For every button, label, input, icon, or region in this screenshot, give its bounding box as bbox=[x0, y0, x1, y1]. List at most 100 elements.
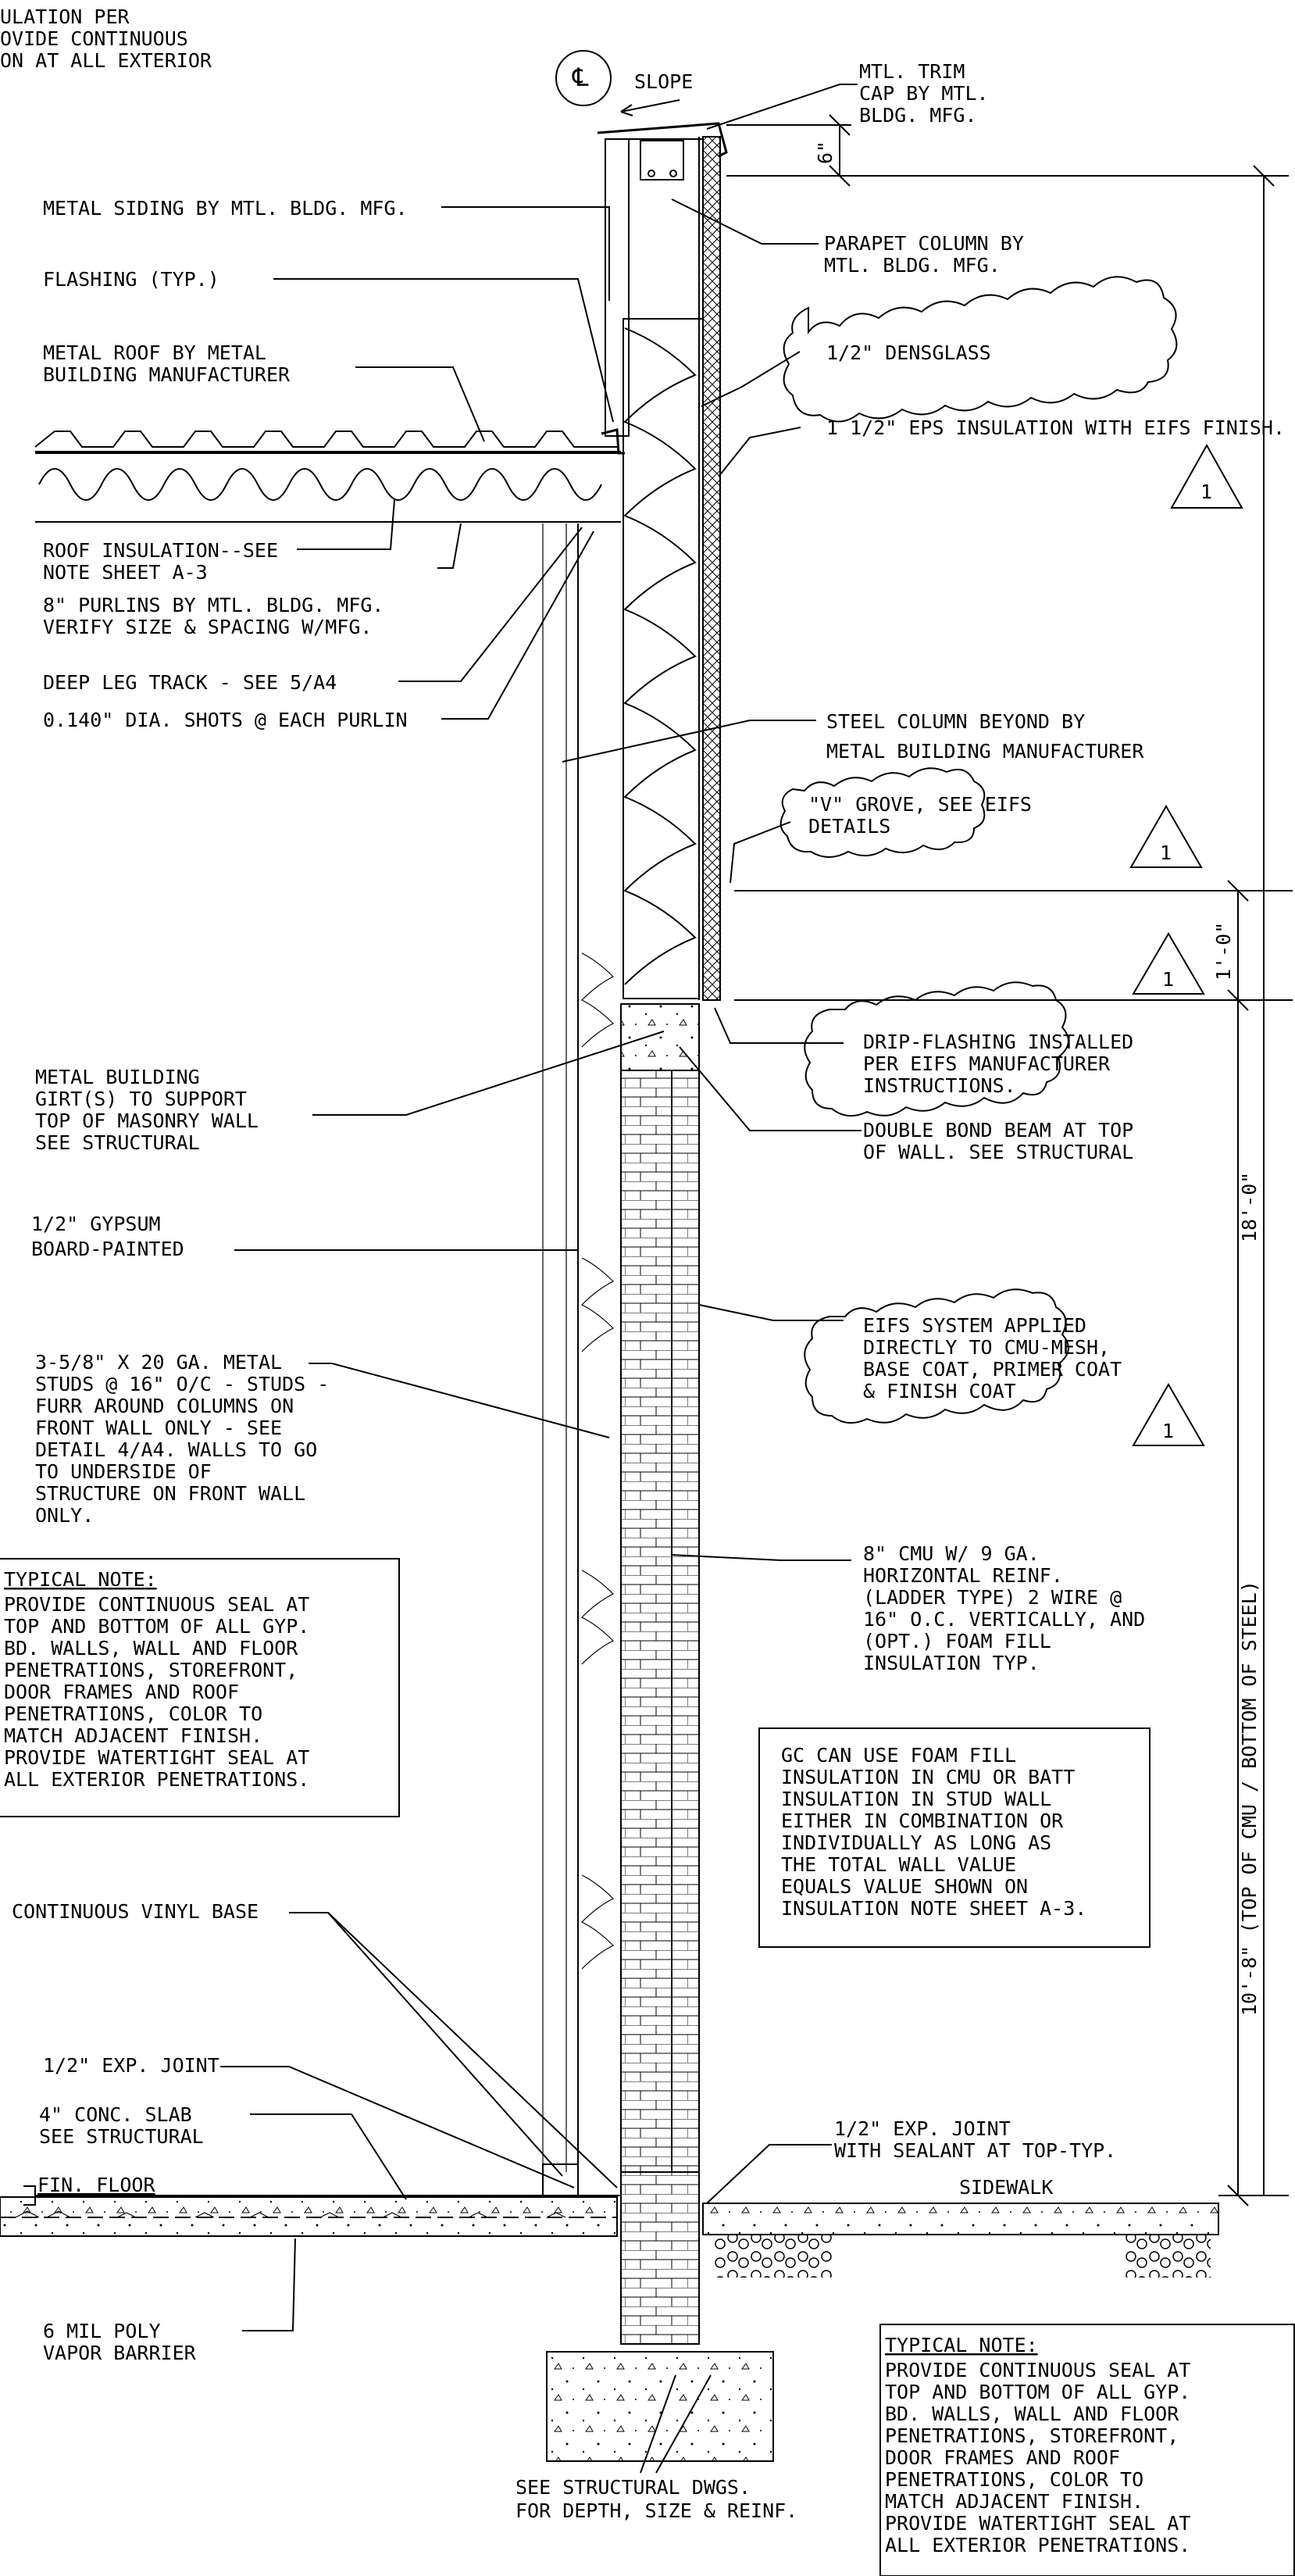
label-top-left-1: ULATION PER bbox=[0, 5, 130, 28]
label-poly-1: 6 MIL POLY bbox=[43, 2320, 161, 2342]
typical-note-left-3: BD. WALLS, WALL AND FLOOR bbox=[4, 1637, 298, 1660]
label-eifs-system-3: BASE COAT, PRIMER COAT bbox=[863, 1358, 1122, 1381]
label-purlins-2: VERIFY SIZE & SPACING W/MFG. bbox=[43, 616, 372, 638]
label-studs-3: FURR AROUND COLUMNS ON bbox=[35, 1395, 294, 1417]
typical-note-right-9: ALL EXTERIOR PENETRATIONS. bbox=[885, 2534, 1190, 2556]
typical-note-right-title: TYPICAL NOTE: bbox=[885, 2334, 1038, 2356]
label-girts-2: GIRT(S) TO SUPPORT bbox=[35, 1088, 247, 1110]
label-parapet-column-1: PARAPET COLUMN BY bbox=[824, 232, 1024, 255]
typical-note-right-3: BD. WALLS, WALL AND FLOOR bbox=[885, 2403, 1179, 2425]
label-cmu-5: (OPT.) FOAM FILL bbox=[863, 1630, 1051, 1652]
label-roof-insulation-1: ROOF INSULATION--SEE bbox=[43, 539, 278, 562]
label-metal-roof-1: METAL ROOF BY METAL bbox=[43, 341, 266, 364]
label-v-grove-1: "V" GROVE, SEE EIFS bbox=[808, 793, 1032, 816]
label-studs-2: STUDS @ 16" O/C - STUDS - bbox=[35, 1373, 329, 1395]
label-flashing: FLASHING (TYP.) bbox=[43, 268, 219, 291]
dimension-lines bbox=[726, 114, 1293, 2206]
label-girts-4: SEE STRUCTURAL bbox=[35, 1131, 200, 1154]
dim-10-8: 10'-8" (TOP OF CMU / BOTTOM OF STEEL) bbox=[1238, 1581, 1261, 2016]
revision-1d: 1 bbox=[1162, 1420, 1174, 1442]
typical-note-right-8: PROVIDE WATERTIGHT SEAL AT bbox=[885, 2512, 1190, 2535]
gc-note-2: INSULATION IN CMU OR BATT bbox=[781, 1766, 1075, 1788]
label-cmu-4: 16" O.C. VERTICALLY, AND bbox=[863, 1608, 1145, 1631]
label-v-grove-2: DETAILS bbox=[808, 815, 890, 838]
label-eifs-system-1: EIFS SYSTEM APPLIED bbox=[863, 1314, 1086, 1337]
label-exp-joint-sealant-2: WITH SEALANT AT TOP-TYP. bbox=[834, 2139, 1116, 2162]
parapet-bolt-plate bbox=[640, 140, 684, 180]
label-drip-flashing-1: DRIP-FLASHING INSTALLED bbox=[863, 1031, 1133, 1053]
typical-note-right-5: DOOR FRAMES AND ROOF bbox=[885, 2446, 1120, 2469]
gravel-right bbox=[1125, 2235, 1211, 2278]
label-girts-1: METAL BUILDING bbox=[35, 1066, 200, 1088]
gc-note-box bbox=[758, 1727, 1151, 1948]
roof-insulation bbox=[38, 468, 602, 501]
label-exp-joint-sealant-1: 1/2" EXP. JOINT bbox=[834, 2117, 1011, 2140]
label-bond-beam-2: OF WALL. SEE STRUCTURAL bbox=[863, 1141, 1133, 1163]
label-shots: 0.140" DIA. SHOTS @ EACH PURLIN bbox=[43, 709, 408, 731]
wall-batt-insulation bbox=[623, 327, 697, 985]
label-gypsum-1: 1/2" GYPSUM bbox=[31, 1213, 161, 1235]
label-studs-6: TO UNDERSIDE OF bbox=[35, 1460, 212, 1483]
typical-note-right-7: MATCH ADJACENT FINISH. bbox=[885, 2490, 1143, 2513]
label-top-left-3: ON AT ALL EXTERIOR bbox=[0, 49, 212, 72]
gc-note-7: EQUALS VALUE SHOWN ON bbox=[781, 1875, 1028, 1898]
typical-note-left-1: PROVIDE CONTINUOUS SEAL AT bbox=[4, 1593, 309, 1616]
typical-note-right-2: TOP AND BOTTOM OF ALL GYP. bbox=[885, 2381, 1190, 2403]
revision-1c: 1 bbox=[1162, 968, 1174, 991]
typical-note-left-title: TYPICAL NOTE: bbox=[4, 1568, 157, 1591]
label-metal-roof-2: BUILDING MANUFACTURER bbox=[43, 363, 291, 386]
label-bond-beam-1: DOUBLE BOND BEAM AT TOP bbox=[863, 1119, 1133, 1142]
label-poly-2: VAPOR BARRIER bbox=[43, 2342, 197, 2364]
label-eifs-system-4: & FINISH COAT bbox=[863, 1380, 1016, 1402]
label-cmu-2: HORIZONTAL REINF. bbox=[863, 1564, 1063, 1587]
typical-note-left-4: PENETRATIONS, STOREFRONT, bbox=[4, 1659, 298, 1681]
label-studs-8: ONLY. bbox=[35, 1504, 94, 1527]
label-structural-dwgs-1: SEE STRUCTURAL DWGS. bbox=[516, 2476, 751, 2499]
label-drip-flashing-3: INSTRUCTIONS. bbox=[863, 1074, 1016, 1097]
eps-insulation-layer bbox=[702, 136, 721, 1001]
label-cmu-6: INSULATION TYP. bbox=[863, 1652, 1040, 1674]
typical-note-left-8: PROVIDE WATERTIGHT SEAL AT bbox=[4, 1746, 309, 1769]
revision-clouds bbox=[779, 276, 1243, 1446]
label-fin-floor: FIN. FLOOR bbox=[37, 2174, 155, 2196]
cmu-wall bbox=[620, 1070, 700, 2173]
label-metal-siding: METAL SIDING BY MTL. BLDG. MFG. bbox=[43, 197, 408, 220]
label-studs-4: FRONT WALL ONLY - SEE bbox=[35, 1417, 282, 1439]
typical-note-left-2: TOP AND BOTTOM OF ALL GYP. bbox=[4, 1615, 309, 1638]
dim-1-0: 1'-0" bbox=[1212, 922, 1235, 981]
gc-note-5: INDIVIDUALLY AS LONG AS bbox=[781, 1831, 1051, 1854]
typical-note-left-box bbox=[0, 1558, 400, 1817]
metal-roof-panel bbox=[34, 431, 617, 448]
label-studs-5: DETAIL 4/A4. WALLS TO GO bbox=[35, 1438, 317, 1461]
gravel-left bbox=[715, 2235, 832, 2278]
label-gypsum-2: BOARD-PAINTED bbox=[31, 1238, 184, 1260]
gc-note-4: EITHER IN COMBINATION OR bbox=[781, 1810, 1064, 1832]
typical-note-right-6: PENETRATIONS, COLOR TO bbox=[885, 2468, 1143, 2491]
label-girts-3: TOP OF MASONRY WALL bbox=[35, 1109, 259, 1132]
label-slope: SLOPE bbox=[634, 70, 693, 93]
label-densglass: 1/2" DENSGLASS bbox=[826, 341, 991, 364]
revision-1a: 1 bbox=[1200, 481, 1212, 503]
label-trim-cap-2: CAP BY MTL. bbox=[859, 82, 989, 105]
typical-note-right-4: PENETRATIONS, STOREFRONT, bbox=[885, 2424, 1179, 2447]
dim-18-0: 18'-0" bbox=[1238, 1172, 1261, 1242]
label-steel-column-2: METAL BUILDING MANUFACTURER bbox=[826, 740, 1144, 763]
leader-lines bbox=[23, 50, 862, 2474]
label-studs-1: 3-5/8" X 20 GA. METAL bbox=[35, 1351, 282, 1374]
dim-6-inch: 6" bbox=[814, 141, 837, 164]
label-parapet-column-2: MTL. BLDG. MFG. bbox=[824, 254, 1001, 277]
typical-note-left-5: DOOR FRAMES AND ROOF bbox=[4, 1681, 239, 1703]
gc-note-8: INSULATION NOTE SHEET A-3. bbox=[781, 1897, 1086, 1920]
revision-1b: 1 bbox=[1160, 841, 1172, 864]
gc-note-1: GC CAN USE FOAM FILL bbox=[781, 1744, 1016, 1767]
label-steel-column-1: STEEL COLUMN BEYOND BY bbox=[826, 710, 1085, 733]
typical-note-right-1: PROVIDE CONTINUOUS SEAL AT bbox=[885, 2359, 1190, 2381]
gc-note-6: THE TOTAL WALL VALUE bbox=[781, 1853, 1016, 1876]
label-exp-joint: 1/2" EXP. JOINT bbox=[43, 2054, 219, 2077]
footing bbox=[546, 2351, 774, 2462]
wall-assembly bbox=[0, 122, 1219, 2462]
typical-note-right-box bbox=[879, 2324, 1295, 2576]
label-roof-insulation-2: NOTE SHEET A-3 bbox=[43, 561, 208, 584]
label-deep-leg-track: DEEP LEG TRACK - SEE 5/A4 bbox=[43, 671, 337, 694]
typical-note-left-6: PENETRATIONS, COLOR TO bbox=[4, 1702, 262, 1725]
